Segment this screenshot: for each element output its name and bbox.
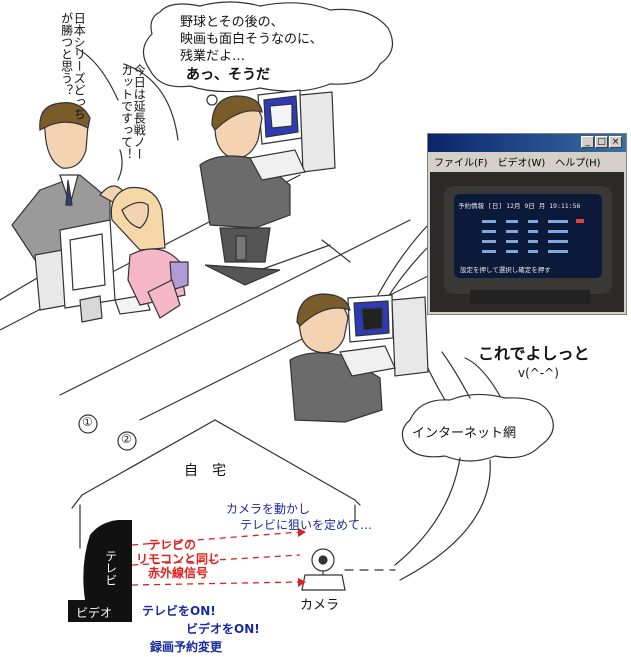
woman-speech: 今日は延長戦ノーカットですって！ (119, 64, 147, 160)
thought-line-3: 残業だよ… (180, 49, 246, 64)
remote-line-2: リモコンと同じ (136, 552, 221, 566)
number-2: ② (121, 432, 132, 446)
action-video-on: ビデオをON! (186, 622, 260, 636)
window-menubar: ファイル(F) ビデオ(W) ヘルプ(H) (428, 152, 626, 170)
number-1: ① (82, 415, 93, 429)
tv-footer-text: 設定を押して選択し確定を押す (460, 266, 551, 274)
thought-line-1: 野球とその後の、 (180, 15, 284, 30)
camera-feed: 予約情報 [日] 12月 9日 月 19:11:56 設定を押して選択し確定を押… (430, 172, 624, 312)
camera-move-line-1: カメラを動かし (226, 502, 311, 516)
video-label: ビデオ (76, 606, 113, 620)
menu-file[interactable]: ファイル(F) (434, 157, 488, 169)
camera-move-line-2: テレビに狙いを定めて… (240, 518, 373, 532)
remote-line-1: テレビの (148, 538, 197, 552)
video-viewer-window[interactable]: _ □ × ファイル(F) ビデオ(W) ヘルプ(H) (427, 133, 627, 315)
remote-line-3: 赤外線信号 (148, 566, 209, 580)
thought-exclaim: あっ、そうだ (186, 67, 270, 83)
internet-label: インターネット網 (412, 426, 517, 441)
close-icon[interactable]: × (609, 136, 622, 148)
menu-video[interactable]: ビデオ(W) (497, 157, 546, 169)
maximize-icon[interactable]: □ (595, 136, 608, 148)
action-reserve-change: 録画予約変更 (150, 640, 223, 654)
home-label: 自 宅 (184, 463, 226, 479)
minimize-icon[interactable]: _ (581, 136, 594, 148)
remote-text: テレビの リモコンと同じ 赤外線信号 (136, 538, 220, 580)
action-tv-on: テレビをON! (142, 604, 216, 618)
left-man-speech: 日本シリーズどっちが勝つと思う？ (59, 12, 87, 120)
thought-bubble-text: 野球とその後の、 映画も面白そうなのに、 残業だよ… (180, 14, 323, 65)
tv-photo (430, 172, 624, 312)
window-titlebar[interactable]: _ □ × (428, 134, 626, 152)
thought-line-2: 映画も面白そうなのに、 (180, 32, 323, 47)
done-text: これでよしっと (478, 344, 590, 363)
smiley-text: v(^-^) (518, 366, 559, 380)
camera-label: カメラ (300, 598, 340, 613)
menu-help[interactable]: ヘルプ(H) (555, 157, 601, 169)
tv-label: テレビ (103, 550, 118, 586)
tv-header-text: 予約情報 [日] 12月 9日 月 19:11:56 (458, 202, 581, 210)
